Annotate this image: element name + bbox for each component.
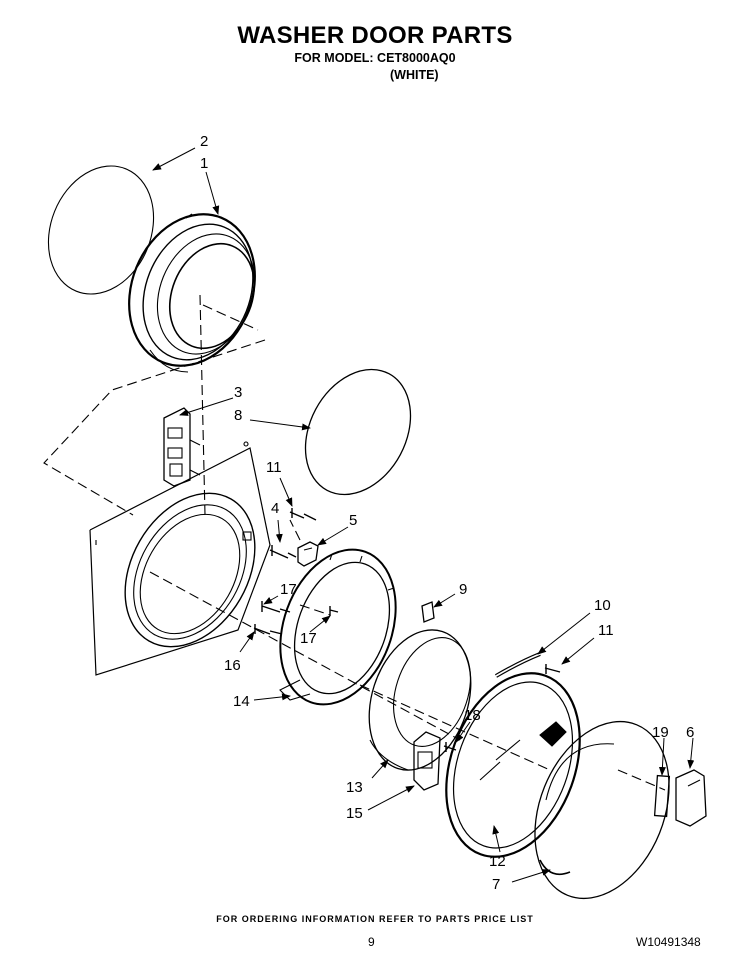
part-7-outer-door-cover: [534, 720, 670, 900]
callout-6: 6: [686, 724, 694, 741]
callout-15: 15: [346, 805, 363, 822]
leader-lines: [152, 147, 695, 883]
part-6-latch-cover: [675, 769, 707, 827]
callout-8: 8: [234, 407, 242, 424]
callout-4: 4: [271, 500, 279, 517]
part-15-handle: [413, 731, 441, 791]
page-number: 9: [368, 935, 375, 949]
callout-5: 5: [349, 512, 357, 529]
document-number: W10491348: [636, 935, 701, 949]
callout-17-right: 17: [300, 630, 317, 647]
callout-12: 12: [489, 853, 506, 870]
callout-1: 1: [200, 155, 208, 172]
callout-17-left: 17: [280, 581, 297, 598]
part-1-door-boot: [128, 213, 256, 373]
callout-11-upper: 11: [266, 459, 282, 476]
part-8-inner-seal: [304, 368, 412, 496]
model-line: FOR MODEL: CET8000AQ0: [294, 51, 456, 65]
callout-11-lower: 11: [598, 622, 614, 639]
ordering-note: FOR ORDERING INFORMATION REFER TO PARTS …: [216, 914, 534, 924]
callout-3: 3: [234, 384, 242, 401]
callout-14: 14: [233, 693, 250, 710]
screw-part-11-lower: [544, 664, 561, 674]
callout-10: 10: [594, 597, 611, 614]
screw-part-4: [269, 545, 297, 559]
callout-13: 13: [346, 779, 363, 796]
part-12-outer-glass-ring: [445, 672, 581, 858]
projection-lines: [43, 294, 666, 791]
part-10-hinge-rod: [494, 652, 541, 678]
screw-part-18: [443, 742, 457, 752]
part-14-door-frame: [279, 548, 397, 706]
callout-2: 2: [200, 133, 208, 150]
screw-part-17-right: [329, 606, 339, 616]
part-5-hinge-bracket: [297, 541, 319, 567]
callout-numbers: 2 1 3 8 11 4 5 17 17 9 10 11 16 14 18 19…: [200, 133, 694, 893]
callout-9: 9: [459, 581, 467, 598]
callout-16: 16: [224, 657, 241, 674]
color-line: (WHITE): [390, 68, 439, 82]
part-3-door-lock: [163, 407, 201, 487]
front-panel: [89, 441, 271, 676]
callout-7: 7: [492, 876, 500, 893]
callout-19: 19: [652, 724, 669, 741]
screw-part-11-upper: [289, 508, 317, 521]
screw-part-16: [253, 624, 283, 635]
part-2-outer-seal: [47, 165, 155, 295]
part-9-clip: [421, 601, 435, 623]
part-13-door-glass: [368, 629, 472, 771]
part-19-strip: [653, 774, 671, 818]
callout-18: 18: [464, 707, 481, 724]
screw-part-17-left: [261, 601, 291, 613]
page-title: WASHER DOOR PARTS: [237, 22, 513, 49]
